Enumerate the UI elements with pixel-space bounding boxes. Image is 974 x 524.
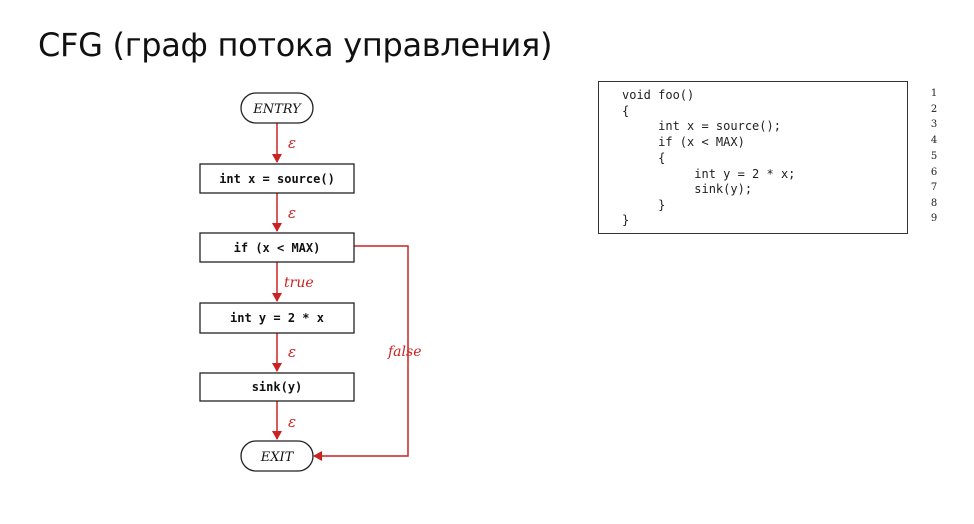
code-line: { (622, 151, 666, 165)
sink-node-label: sink(y) (252, 380, 303, 394)
edge-if-false (313, 245, 409, 461)
edge-label-assign-to-sink: ε (288, 343, 296, 361)
source-node-label: int x = source() (219, 172, 335, 186)
code-line: void foo() (622, 88, 695, 102)
exit-node-label: EXIT (260, 450, 295, 465)
edge-label-source-to-if: ε (288, 204, 296, 222)
code-line: } (622, 213, 630, 227)
if-node (199, 232, 355, 263)
line-number: 7 (930, 182, 938, 193)
if-node-label: if (x < MAX) (234, 241, 321, 255)
entry-node-label: ENTRY (252, 102, 302, 117)
code-line: int x = source(); (622, 119, 781, 133)
line-number: 1 (930, 88, 938, 99)
entry-node (240, 92, 314, 124)
edge-label-sink-to-exit: ε (288, 413, 296, 431)
code-line: } (622, 198, 666, 212)
line-number: 4 (930, 135, 938, 146)
line-number: 2 (930, 104, 938, 115)
line-number: 9 (930, 213, 938, 224)
code-line: sink(y); (622, 182, 753, 196)
code-line: { (622, 104, 630, 118)
line-number: 5 (930, 151, 938, 162)
edge-label-if-false: false (387, 344, 421, 360)
edge-label-if-true: true (284, 275, 314, 291)
sink-node (199, 372, 355, 402)
assign-node-label: int y = 2 * x (230, 311, 324, 325)
exit-node (240, 440, 314, 472)
edge-label-entry-to-source: ε (288, 134, 296, 152)
line-number: 8 (930, 198, 938, 209)
line-number: 6 (930, 167, 938, 178)
code-line: int y = 2 * x; (622, 167, 796, 181)
code-listing-box: void foo() { int x = source(); if (x < M… (598, 81, 908, 234)
assign-node (199, 302, 355, 334)
slide-title: CFG (граф потока управления) (38, 26, 553, 64)
code-line: if (x < MAX) (622, 135, 745, 149)
line-number: 3 (930, 119, 938, 130)
source-node (199, 163, 355, 194)
